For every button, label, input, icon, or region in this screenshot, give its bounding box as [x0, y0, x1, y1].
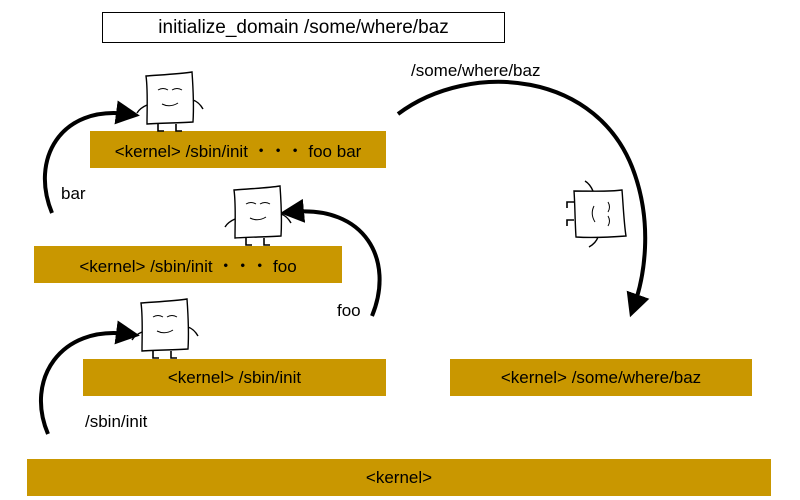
- arrow-foo: [280, 198, 382, 317]
- bar-foo-bar: <kernel> /sbin/init ・・・ foo bar: [90, 131, 386, 168]
- bar-sbin-init: <kernel> /sbin/init: [83, 359, 386, 396]
- process-figure-icon: [136, 71, 204, 132]
- bar-kernel-label: <kernel>: [365, 467, 433, 487]
- bar-foo: <kernel> /sbin/init ・・・ foo: [34, 246, 342, 283]
- bar-foo-bar-label: <kernel> /sbin/init ・・・ foo bar: [114, 142, 362, 161]
- arrow-label-bar: bar: [61, 184, 86, 203]
- arrow-baz: [396, 79, 650, 318]
- arrow-label-baz: /some/where/baz: [411, 61, 541, 80]
- arrow-label-sbin-init: /sbin/init: [85, 412, 148, 431]
- rotated-process-figure-icon: [566, 180, 627, 248]
- arrow-bar: [42, 100, 140, 214]
- process-figure-icon: [224, 185, 292, 246]
- bar-baz: <kernel> /some/where/baz: [450, 359, 752, 396]
- bar-kernel: <kernel>: [27, 459, 771, 496]
- bar-foo-label: <kernel> /sbin/init ・・・ foo: [79, 257, 297, 276]
- bar-sbin-init-label: <kernel> /sbin/init: [167, 367, 302, 387]
- bar-baz-label: <kernel> /some/where/baz: [500, 367, 702, 387]
- arrow-label-foo: foo: [337, 301, 361, 320]
- process-figure-icon: [131, 298, 199, 359]
- arrow-sbin-init: [38, 320, 140, 435]
- title-text: initialize_domain /some/where/baz: [158, 16, 449, 38]
- title-box: initialize_domain /some/where/baz: [102, 12, 505, 43]
